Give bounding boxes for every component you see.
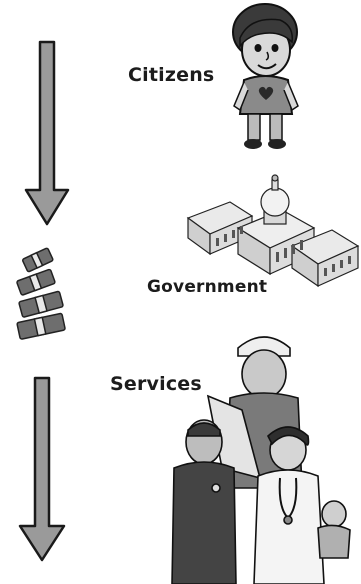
services-label: Services — [110, 373, 202, 395]
citizens-label: Citizens — [128, 64, 215, 86]
service-workers-group — [171, 336, 351, 584]
government-label: Government — [147, 277, 268, 297]
money-stack-icon — [16, 247, 66, 340]
bottom-down-arrow-icon — [18, 376, 66, 562]
capitol-building — [186, 174, 360, 288]
top-down-arrow-icon — [24, 40, 70, 226]
citizen-figure — [232, 3, 299, 149]
